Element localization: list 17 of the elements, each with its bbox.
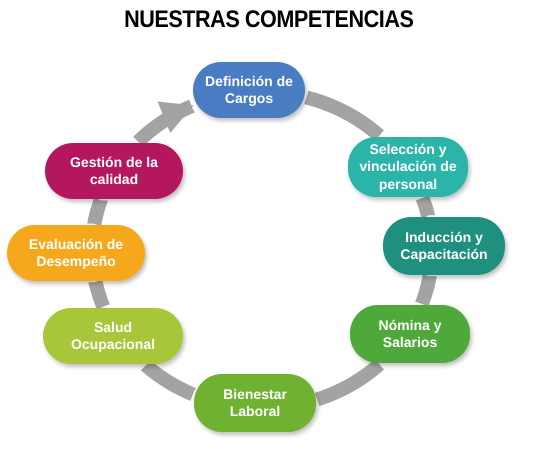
pill-label: Salud Ocupacional bbox=[70, 318, 156, 354]
pill-label: Bienestar Laboral bbox=[222, 386, 288, 420]
pill-label: Nómina y Salarios bbox=[377, 316, 442, 352]
competency-pill bbox=[43, 308, 183, 364]
competency-pill bbox=[7, 225, 145, 281]
competency-pill bbox=[350, 305, 470, 363]
competency-pill bbox=[194, 374, 316, 432]
pill-label: Selección y vinculación de personal bbox=[358, 140, 458, 194]
title: NUESTRAS COMPETENCIAS bbox=[124, 6, 414, 34]
pill-label: Definición de Cargos bbox=[204, 72, 294, 108]
competency-pill bbox=[383, 217, 505, 275]
competency-pill bbox=[45, 143, 183, 199]
pill-label: Gestión de la calidad bbox=[69, 154, 159, 188]
competency-pill bbox=[193, 62, 305, 118]
pill-label: Inducción y Capacitación bbox=[399, 228, 489, 264]
pill-label: Evaluación de Desempeño bbox=[28, 236, 124, 270]
competency-pill bbox=[348, 137, 468, 197]
